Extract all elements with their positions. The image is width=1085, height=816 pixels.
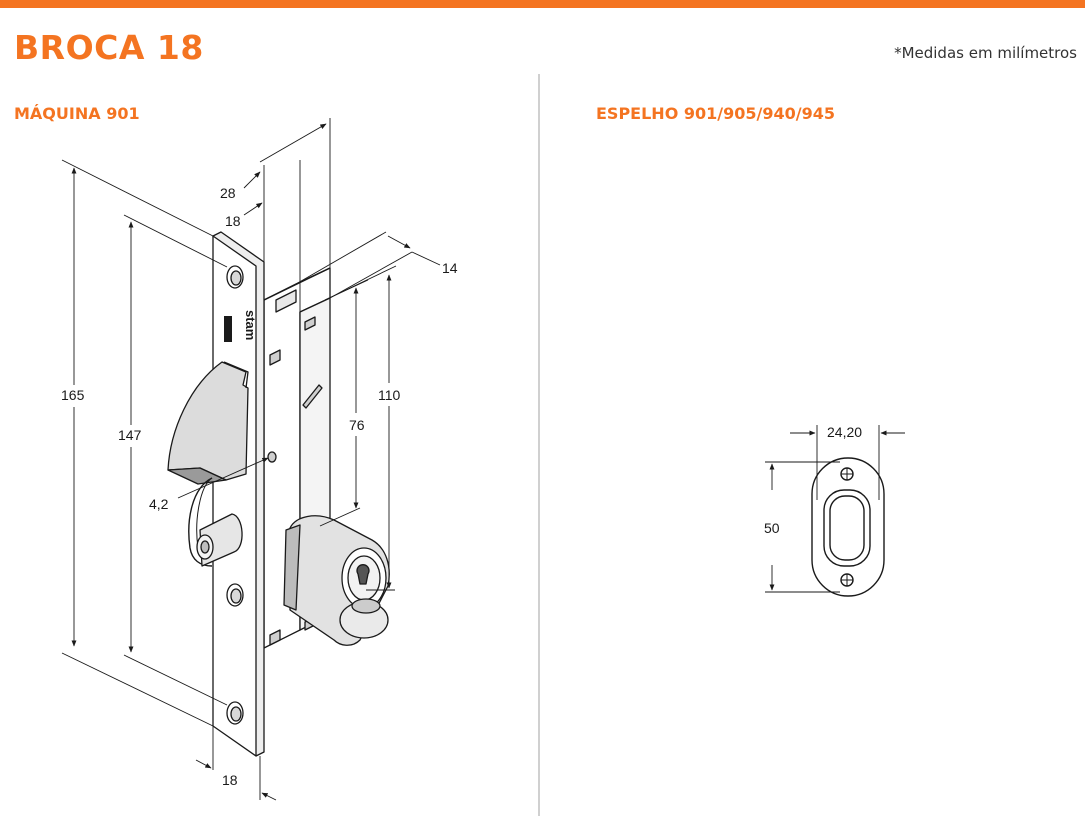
right-section-title: ESPELHO 901/905/940/945 (596, 104, 835, 123)
dim-case-depth: 14 (442, 260, 458, 276)
dim-pin-diameter: 4,2 (149, 496, 169, 512)
dim-backset: 28 (220, 185, 236, 201)
units-note: *Medidas em milímetros (894, 44, 1077, 62)
lock-body-drawing (167, 231, 390, 757)
dim-escutcheon-width: 24,20 (827, 424, 862, 440)
dim-escutcheon-height: 50 (764, 520, 780, 536)
page-title: BROCA 18 (14, 28, 204, 67)
dim-cylinder-offset: 76 (349, 417, 365, 433)
model-label-mark (224, 316, 232, 342)
right-dimension-lines (765, 425, 905, 593)
dim-cylinder-height: 110 (378, 387, 401, 403)
brand-mark: stam (243, 310, 258, 340)
left-section-title: MÁQUINA 901 (14, 104, 140, 123)
top-accent-bar (0, 0, 1085, 8)
left-dimension-lines (61, 118, 441, 801)
panel-divider (538, 74, 540, 816)
dim-hole-spacing: 147 (118, 427, 142, 443)
dim-faceplate-offset: 18 (225, 213, 241, 229)
dim-faceplate-width: 18 (222, 772, 238, 788)
dim-overall-height: 165 (61, 387, 85, 403)
escutcheon-drawing (811, 457, 885, 597)
